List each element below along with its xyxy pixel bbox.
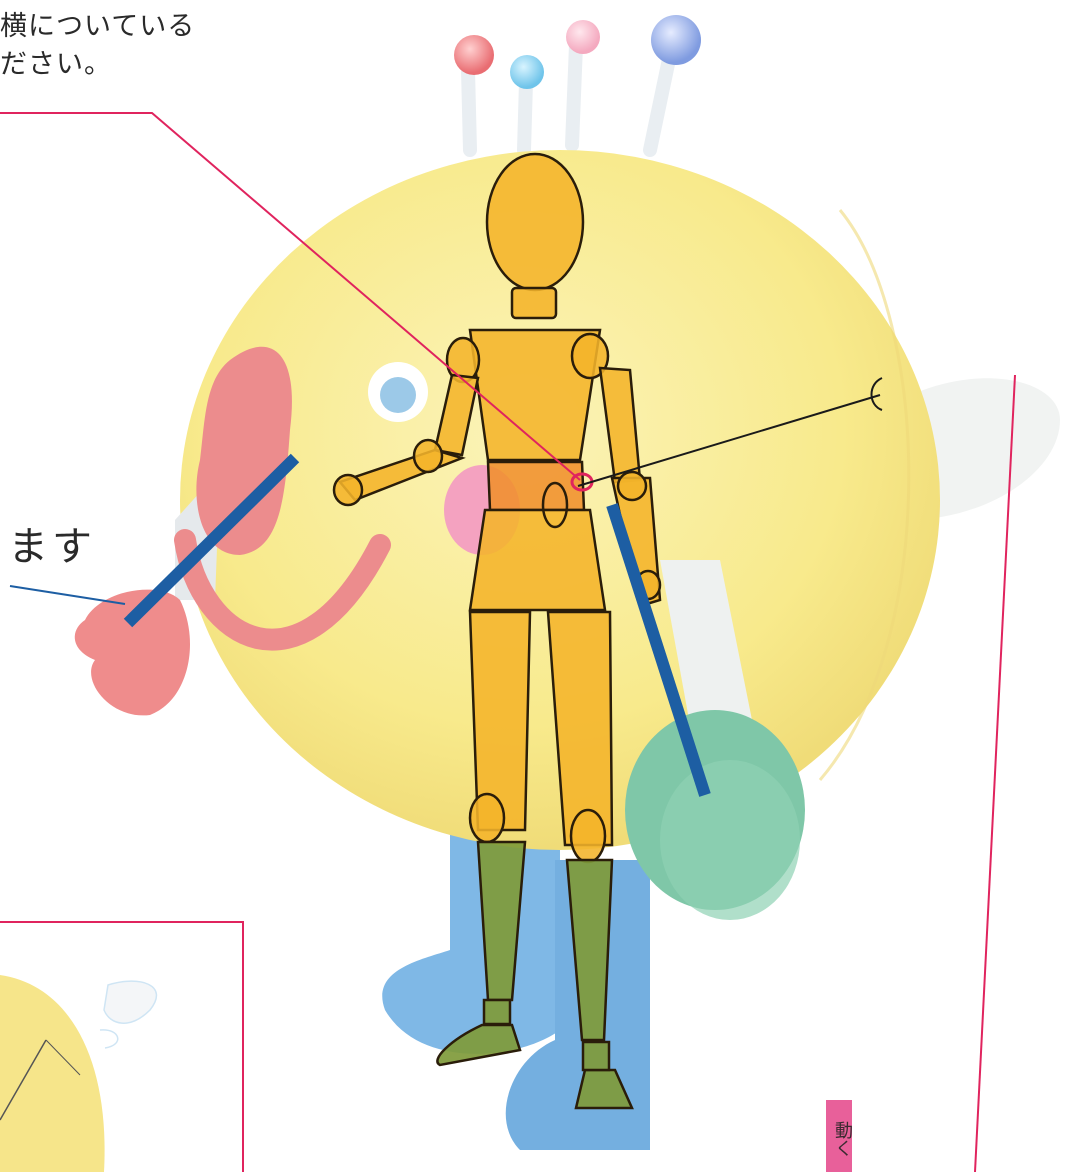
antenna-ball-pink: [566, 20, 600, 54]
antenna-ball-blue: [651, 15, 701, 65]
antenna-ball-red: [454, 35, 494, 75]
mannequin-lower-legs: [436, 840, 634, 1110]
antenna-group: [454, 15, 701, 157]
inset-panel: [0, 921, 244, 1172]
wooden-mannequin: [332, 152, 662, 864]
caption-top-line1: 横についている: [0, 11, 196, 42]
tag-vertical: 動く: [826, 1100, 853, 1172]
mascot-left-hand: [74, 589, 190, 716]
frame-line-right: [974, 374, 1016, 1172]
pointer-stick-left: [123, 453, 300, 628]
callout-line-right: [577, 394, 881, 487]
caption-top: 横についている ださい。: [0, 8, 195, 84]
mascot-mouth: [174, 529, 391, 651]
caption-side: ます: [8, 524, 96, 570]
callout-line-top: [0, 112, 581, 481]
mascot-wing: [900, 378, 1060, 520]
pointer-stick-right: [606, 503, 711, 797]
mascot-cheek-left: [196, 346, 292, 555]
antenna-ball-cyan: [510, 55, 544, 89]
callout-line-side: [9, 585, 126, 605]
caption-top-line2: ださい。: [0, 49, 112, 80]
